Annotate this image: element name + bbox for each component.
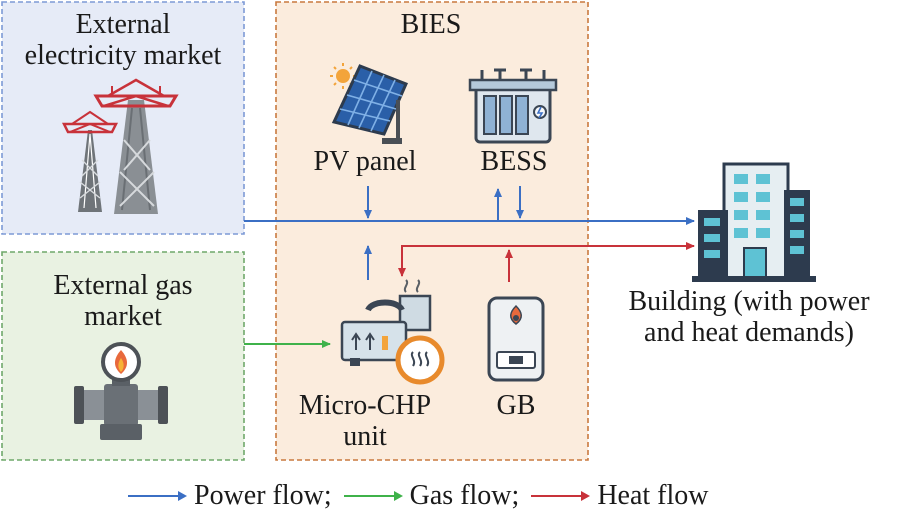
gas-market-title-line2: market [84, 301, 162, 332]
gas-pipe-icon [74, 342, 168, 440]
bess-label: BESS [480, 146, 548, 177]
gas-market-title-line1: External gas [53, 270, 193, 301]
gas-market-title: External gas market [4, 270, 242, 332]
legend-gas-label: Gas flow; [409, 480, 520, 511]
legend-gas-arrow-icon [343, 491, 403, 501]
micro-chp-label-line1: Micro-CHP [298, 390, 432, 421]
building-icon [692, 162, 816, 282]
bies-box [275, 1, 589, 461]
electricity-market-title-line2: electricity market [24, 40, 222, 71]
legend-item-gas: Gas flow; [342, 480, 530, 512]
bies-title: BIES [400, 9, 462, 40]
building-label-line1: Building (with power [628, 286, 870, 317]
electricity-market-title: External electricity market [4, 9, 242, 71]
legend-item-power: Power flow; [126, 480, 342, 512]
micro-chp-label-line2: unit [343, 421, 387, 452]
electricity-market-title-line1: External [75, 9, 171, 40]
legend-power-arrow-icon [128, 491, 187, 501]
bess-icon [468, 68, 558, 144]
micro-chp-icon [340, 279, 445, 385]
legend-power-label: Power flow; [194, 480, 332, 511]
pv-panel-label: PV panel [313, 146, 417, 177]
legend: Power flow; Gas flow; Heat flow [126, 478, 719, 514]
gas-boiler-icon [487, 296, 545, 382]
legend-item-heat: Heat flow [529, 480, 718, 512]
legend-heat-arrow-icon [531, 491, 591, 501]
gb-label: GB [496, 390, 536, 421]
building-label-line2: and heat demands) [644, 317, 854, 348]
pv-panel-icon [330, 63, 409, 144]
transmission-tower-icon [61, 78, 179, 214]
legend-heat-label: Heat flow [597, 480, 709, 511]
building-label: Building (with power and heat demands) [604, 286, 894, 348]
micro-chp-label: Micro-CHP unit [290, 390, 440, 452]
